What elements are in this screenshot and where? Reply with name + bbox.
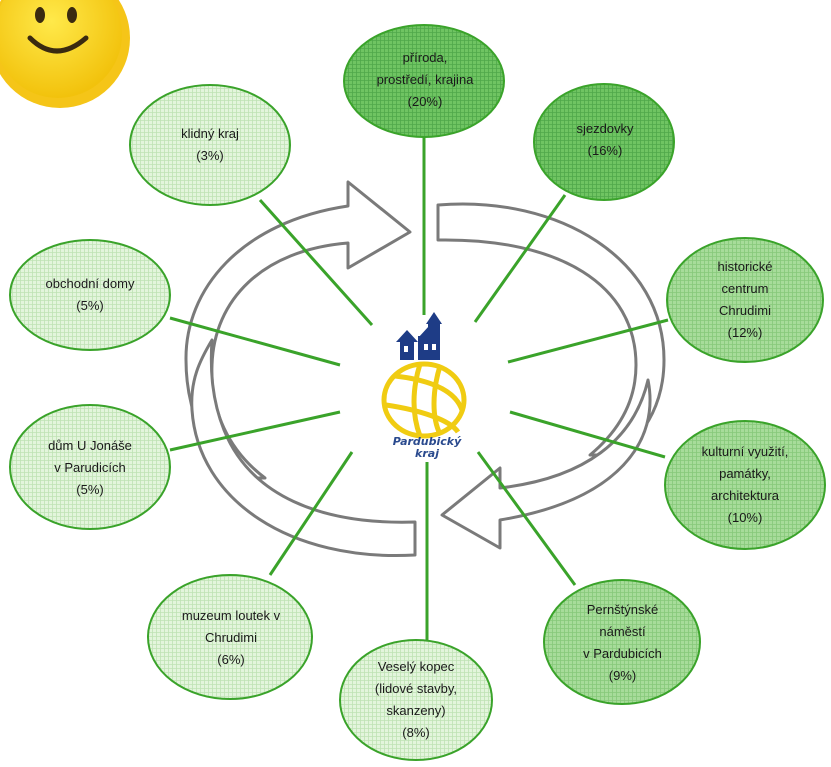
castle-icon	[396, 312, 442, 360]
connector-sjezdovky	[473, 194, 567, 323]
node-label-priroda: příroda, prostředí, krajina (20%)	[376, 50, 474, 109]
cycle-arrow-bottom	[190, 338, 652, 558]
node-label-pernstynske: Pernštýnské náměstí v Pardubicích (9%)	[583, 601, 662, 683]
node-historicke	[666, 237, 824, 363]
connector-dum	[169, 410, 341, 452]
node-circles	[9, 24, 826, 761]
logo-line-1: Pardubický	[392, 435, 462, 448]
node-vesely	[339, 639, 493, 761]
node-label-klidny: klidný kraj (3%)	[181, 126, 239, 163]
connector-lines	[169, 137, 669, 640]
connector-kulturni	[509, 410, 666, 459]
node-sjezdovky	[533, 83, 675, 201]
node-muzeum	[147, 574, 313, 700]
logo-line-2: kraj	[415, 447, 439, 460]
node-klidny	[129, 84, 291, 206]
node-label-dum: dům U Jonáše v Parudicích (5%)	[48, 437, 132, 497]
node-label-sjezdovky: sjezdovky (16%)	[576, 121, 634, 158]
node-dum	[9, 404, 171, 530]
connector-historicke	[507, 318, 669, 364]
smiley-icon	[0, 0, 130, 108]
node-label-obchodni: obchodní domy (5%)	[45, 276, 135, 313]
connector-obchodni	[169, 316, 341, 367]
node-label-historicke: historické centrum Chrudimi (12%)	[717, 259, 773, 340]
node-label-kulturni: kulturní využití, památky, architektura …	[701, 444, 789, 525]
logo-caption: Pardubický kraj	[372, 436, 482, 460]
node-pernstynske	[543, 579, 701, 705]
connector-pernstynske	[476, 451, 577, 586]
node-obchodni	[9, 239, 171, 351]
node-priroda	[343, 24, 505, 138]
node-label-muzeum: muzeum loutek v Chrudimi (6%)	[181, 607, 281, 667]
node-kulturni	[664, 420, 826, 550]
pardubicky-kraj-logo	[381, 312, 467, 439]
node-label-vesely: Veselý kopec (lidové stavby, skanzeny) (…	[374, 659, 458, 740]
globe-icon	[381, 361, 467, 439]
connector-klidny	[258, 198, 374, 327]
connector-muzeum	[268, 451, 354, 576]
